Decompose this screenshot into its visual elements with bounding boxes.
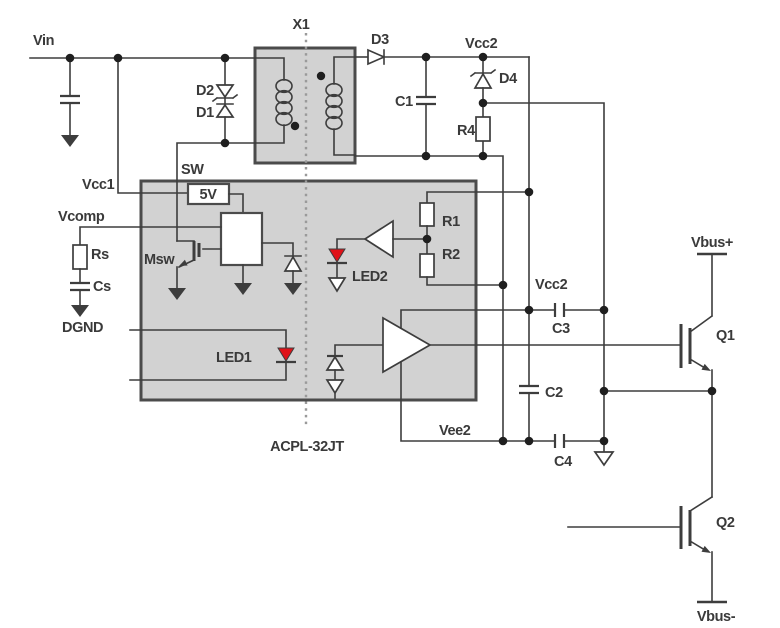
diode-d3-icon [367,48,387,66]
net-label-vee2: Vee2 [439,423,471,439]
clamp-diodes-d2-d1 [211,57,239,144]
capacitor-c3-icon [553,303,566,317]
net-label-vbus-minus: Vbus- [697,609,736,625]
ref-label-r4: R4 [457,123,475,139]
vcc1-wire [117,57,189,194]
transformer-x1 [254,56,356,156]
ref-label-d2: D2 [196,83,214,99]
igbt-half-bridge [567,252,727,604]
polarity-dot-primary [290,121,300,131]
net-label-vcomp: Vcomp [58,209,105,225]
zener-d4-icon [473,72,493,89]
ic-primary-side [70,182,303,381]
led2-icon [328,248,346,263]
ref-label-c4: C4 [554,454,572,470]
capacitor-icon [60,94,80,105]
ref-label-c2: C2 [545,385,563,401]
ground-icon [284,283,302,295]
controller-box [219,211,264,267]
net-label-dgnd: DGND [62,320,103,336]
ground-icon [234,283,252,295]
ref-label-rs: Rs [91,247,109,263]
net-label-vin: Vin [33,33,54,49]
ref-label-c1: C1 [395,94,413,110]
polarity-dot-secondary [316,71,326,81]
resistor-r2-icon [419,253,435,278]
junction-dots [65,52,717,446]
igbt-q1 [679,252,727,498]
capacitor-c1-icon [416,95,436,106]
divider-r1-r2 [392,191,530,286]
ref-label-x1: X1 [293,17,310,33]
ref-label-c3: C3 [552,321,570,337]
internal-clamp-diode [261,242,303,295]
ref-label-r1: R1 [442,214,460,230]
resistor-r1-icon [419,202,435,227]
ref-label-msw: Msw [144,252,175,268]
ref-label-d4: D4 [499,71,517,87]
photodiode-icon [325,379,345,395]
igbt-q2 [567,495,727,604]
ref-label-led1: LED1 [216,350,252,366]
ground-icon [168,288,186,300]
vcomp-network [70,226,222,317]
capacitor-c1 [416,56,436,157]
mosfet-msw [168,240,222,300]
ground-open-icon [593,451,615,467]
input-capacitor [60,57,80,147]
mosfet-arrow-icon [179,259,188,266]
net-label-vbus-plus: Vbus+ [691,235,733,251]
zener-d4 [469,56,497,104]
net-label-vcc2-mid: Vcc2 [535,277,568,293]
photodiode-stack [325,344,384,399]
ground-icon [71,305,89,317]
regulator-label-5v: 5V [200,187,218,203]
input-section [29,57,256,242]
ref-label-r2: R2 [442,247,460,263]
resistor-r4 [475,102,491,157]
ref-label-d1: D1 [196,105,214,121]
resistor-r4-icon [475,116,491,142]
pin-label-sw: SW [181,162,204,178]
zener-d2-icon [215,84,235,99]
ref-label-led2: LED2 [352,269,388,285]
open-arrow-icon [327,277,347,293]
ref-label-cs: Cs [93,279,111,295]
capacitor-c4-icon [553,434,566,448]
capacitor-c2-icon [519,384,539,395]
emitter-arrow-icon [701,545,711,553]
capacitor-cs-icon [70,281,90,292]
ref-label-q2: Q2 [716,515,735,531]
output-amplifier-icon [382,316,432,374]
net-label-vcc1: Vcc1 [82,177,115,193]
resistor-rs-icon [72,244,88,270]
ref-label-d3: D3 [371,32,389,48]
ref-label-q1: Q1 [716,328,735,344]
net-label-vcc2-top: Vcc2 [465,36,498,52]
emitter-arrow-icon [701,363,711,371]
led1-loop [129,329,296,381]
part-label-acpl32jt: ACPL-32JT [270,439,344,455]
led1-icon [277,347,295,362]
ground-icon [61,135,79,147]
ic-secondary-side [325,191,681,448]
diode-d1-icon [215,103,235,118]
